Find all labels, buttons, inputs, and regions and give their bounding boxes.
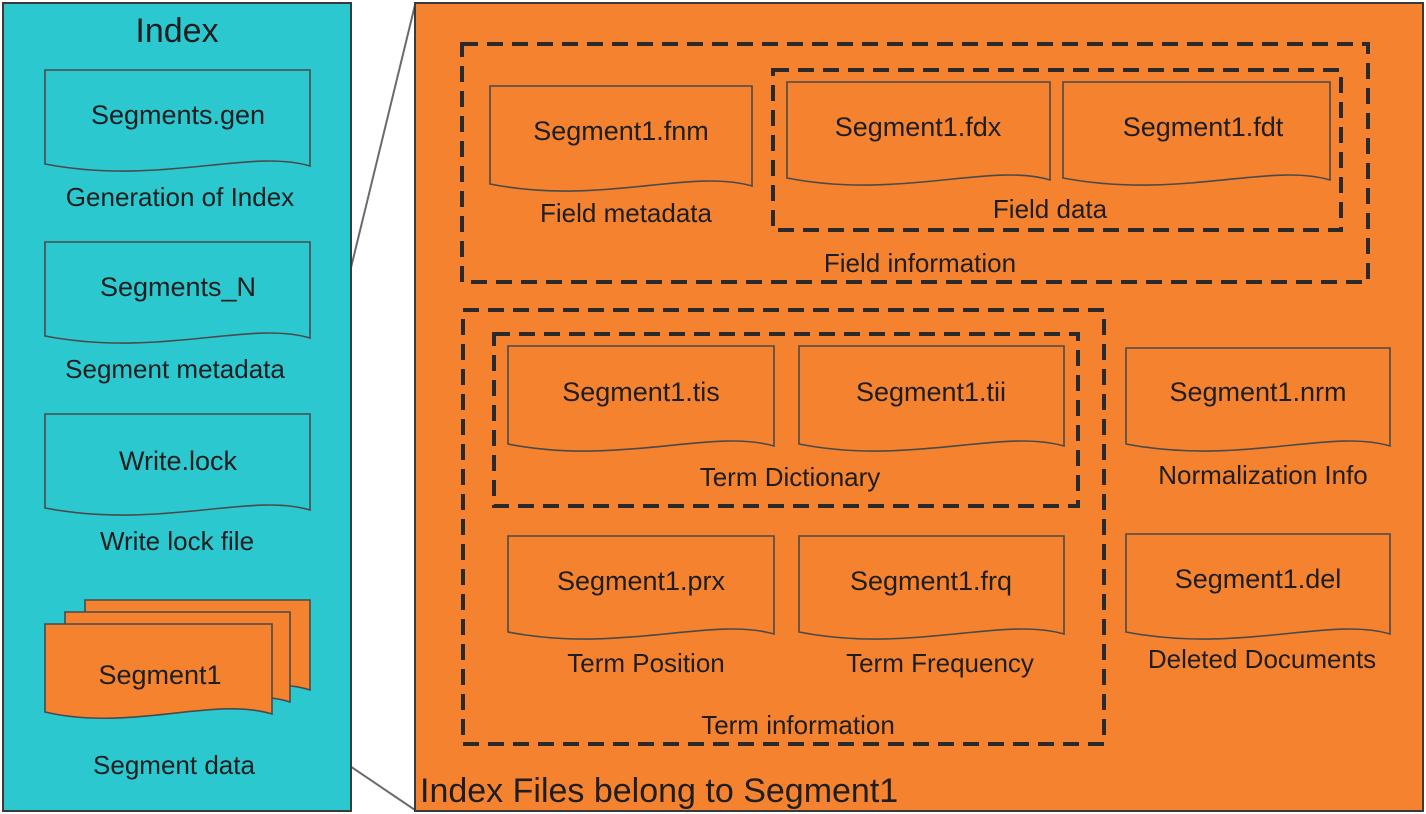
prx-filename: Segment1.prx xyxy=(557,566,726,596)
segment-panel-title: Index Files belong to Segment1 xyxy=(420,772,898,810)
segment1-file-icon xyxy=(44,623,273,720)
nrm-file-icon xyxy=(1125,347,1391,452)
segments-gen-label: Generation of Index xyxy=(66,182,294,212)
del-file-icon xyxy=(1125,533,1391,640)
field-data-group xyxy=(771,68,1343,232)
term-information-label: Term information xyxy=(701,710,895,740)
fdx-filename: Segment1.fdx xyxy=(835,112,1002,142)
fdx-file-icon xyxy=(786,81,1051,186)
nrm-filename: Segment1.nrm xyxy=(1169,377,1346,407)
segment1-label: Segment data xyxy=(93,750,255,780)
prx-file-icon xyxy=(507,535,775,640)
fnm-label: Field metadata xyxy=(540,198,713,228)
segments-n-filename: Segments_N xyxy=(100,272,256,302)
segments-gen-filename: Segments.gen xyxy=(91,100,265,130)
segments-n-file-icon xyxy=(44,241,311,344)
fdt-file-icon xyxy=(1062,81,1331,186)
tii-filename: Segment1.tii xyxy=(856,377,1006,407)
index-panel-title: Index xyxy=(135,12,218,50)
frq-file-icon xyxy=(798,535,1065,640)
term-information-group xyxy=(461,308,1106,746)
term-dictionary-label: Term Dictionary xyxy=(700,462,881,492)
frq-filename: Segment1.frq xyxy=(850,566,1012,596)
segments-n-label: Segment metadata xyxy=(65,354,285,384)
frq-label: Term Frequency xyxy=(846,648,1034,678)
del-label: Deleted Documents xyxy=(1148,644,1376,674)
segment1-filename: Segment1 xyxy=(98,660,221,690)
tii-file-icon xyxy=(798,345,1065,452)
segments-gen-file-icon xyxy=(44,69,311,172)
fdt-filename: Segment1.fdt xyxy=(1123,112,1284,142)
prx-label: Term Position xyxy=(567,648,725,678)
fnm-file-icon xyxy=(489,85,753,192)
fnm-filename: Segment1.fnm xyxy=(533,116,709,146)
field-data-label: Field data xyxy=(993,194,1108,224)
del-filename: Segment1.del xyxy=(1175,564,1342,594)
write-lock-file-icon xyxy=(44,413,311,516)
tis-file-icon xyxy=(507,345,775,452)
term-dictionary-group xyxy=(492,332,1080,508)
field-information-label: Field information xyxy=(824,248,1016,278)
write-lock-label: Write lock file xyxy=(100,526,254,556)
tis-filename: Segment1.tis xyxy=(562,377,720,407)
write-lock-filename: Write.lock xyxy=(119,446,238,476)
nrm-label: Normalization Info xyxy=(1158,460,1368,490)
field-information-group xyxy=(460,42,1370,284)
